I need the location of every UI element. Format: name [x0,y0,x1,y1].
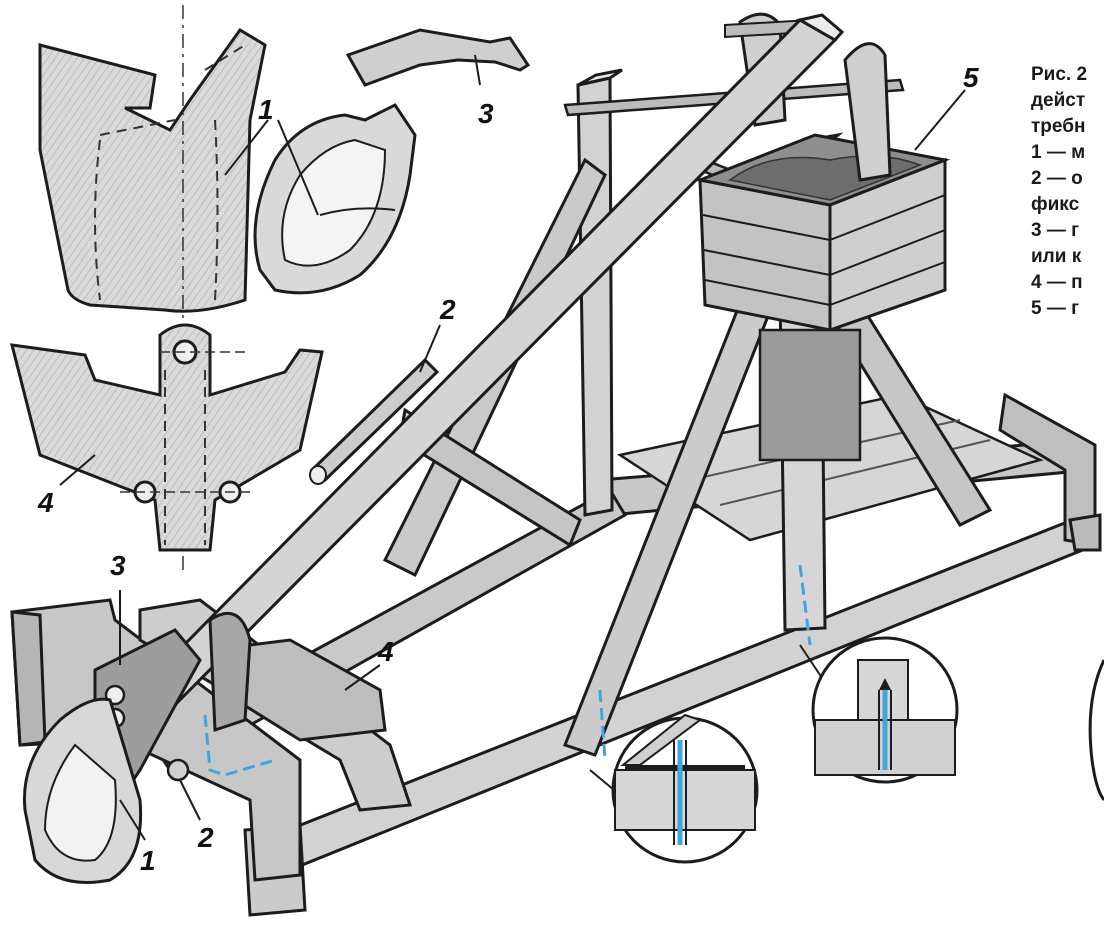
arm-bucket [22,611,252,884]
support-plate-detail [9,323,324,552]
part-label-3-top: 3 [478,98,494,129]
caption-line: Рис. 2 [1031,64,1088,85]
caption-line: 1 — м [1031,142,1086,163]
caption-line: 2 — о [1031,168,1083,189]
caption-line: фикс [1031,194,1080,215]
counterweight-box [694,12,951,462]
counterweight-piece-detail [345,28,531,87]
caption-line: 3 — г [1031,220,1080,241]
part-label-3-bottom: 3 [110,550,126,581]
part-label-1-top: 1 [258,94,274,125]
part-label-2-top: 2 [440,294,456,325]
joint-detail-callout-1 [589,713,759,864]
caption-line: 5 — г [1031,298,1080,319]
joint-detail-callout-2 [799,636,959,784]
bucket-blank-pattern [38,5,267,570]
bucket-formed-detail [253,103,417,295]
figure-caption: Рис. 2 дейст требн 1 — м 2 — о фикс 3 — … [1031,62,1104,322]
caption-line: 4 — п [1031,272,1083,293]
caption-line: требн [1031,116,1086,137]
edge-partial-detail [1088,659,1104,801]
part-label-4-bottom: 4 [378,636,394,667]
caption-line: дейст [1031,90,1086,111]
caption-line: или к [1031,246,1082,267]
axle-pin-detail [309,357,440,485]
leader-lines [59,54,966,841]
part-label-5-top: 5 [963,62,979,93]
part-label-2-bottom: 2 [198,822,214,853]
part-label-1-bottom: 1 [140,845,156,876]
part-label-4-top: 4 [38,487,54,518]
